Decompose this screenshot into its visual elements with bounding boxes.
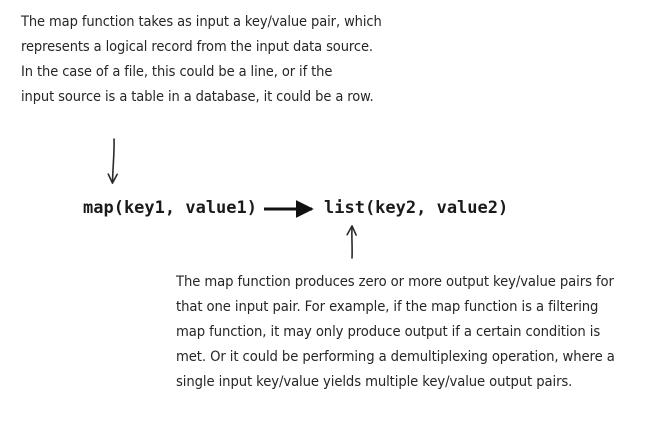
bottom-annotation-line: map function, it may only produce output… [176, 324, 601, 340]
top-annotation-line: input source is a table in a database, i… [21, 89, 374, 105]
bottom-annotation-line: single input key/value yields multiple k… [176, 374, 573, 390]
map-output-signature: list(key2, value2) [324, 198, 509, 218]
top-annotation: The map function takes as input a key/va… [21, 10, 382, 110]
top-annotation-line: In the case of a file, this could be a l… [21, 64, 333, 80]
top-annotation-line: The map function takes as input a key/va… [21, 14, 382, 30]
bottom-annotation-line: The map function produces zero or more o… [176, 274, 614, 290]
top-annotation-line: represents a logical record from the inp… [21, 39, 373, 55]
map-input-signature: map(key1, value1) [83, 198, 257, 218]
bottom-annotation: The map function produces zero or more o… [176, 270, 615, 395]
bottom-annotation-line: that one input pair. For example, if the… [176, 299, 599, 315]
top-annotation-pointer-arrow [107, 138, 118, 184]
bottom-annotation-line: met. Or it could be performing a demulti… [176, 349, 615, 365]
